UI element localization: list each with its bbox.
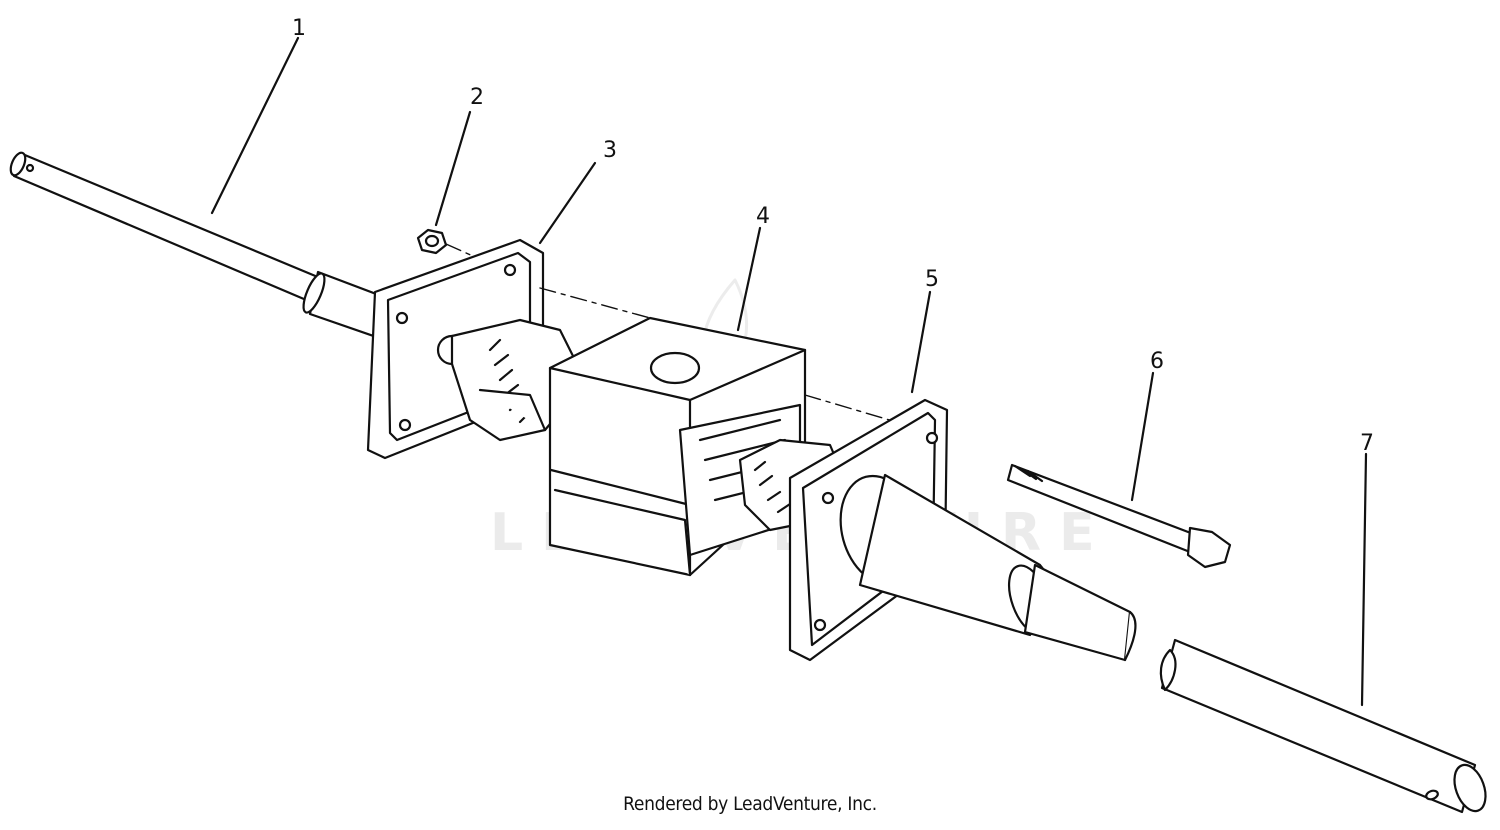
- part-3-left-flange: [366, 238, 577, 460]
- part-1-left-shaft: [9, 151, 394, 342]
- part-2-nut: [416, 228, 448, 255]
- callout-3[interactable]: 3: [603, 138, 617, 163]
- callout-4[interactable]: 4: [756, 204, 770, 229]
- callout-1[interactable]: 1: [292, 16, 306, 41]
- leader-lines: [210, 36, 1368, 707]
- callout-7[interactable]: 7: [1360, 431, 1374, 456]
- callout-2[interactable]: 2: [470, 85, 484, 110]
- callouts: 1 2 3 4 5 6 7: [292, 16, 1374, 456]
- part-6-bolt: [1006, 463, 1232, 569]
- callout-5[interactable]: 5: [925, 267, 939, 292]
- footer-credit: Rendered by LeadVenture, Inc.: [623, 793, 877, 815]
- callout-6[interactable]: 6: [1150, 349, 1164, 374]
- part-7-right-shaft: [1159, 638, 1487, 814]
- part-5-right-flange: [738, 398, 1137, 662]
